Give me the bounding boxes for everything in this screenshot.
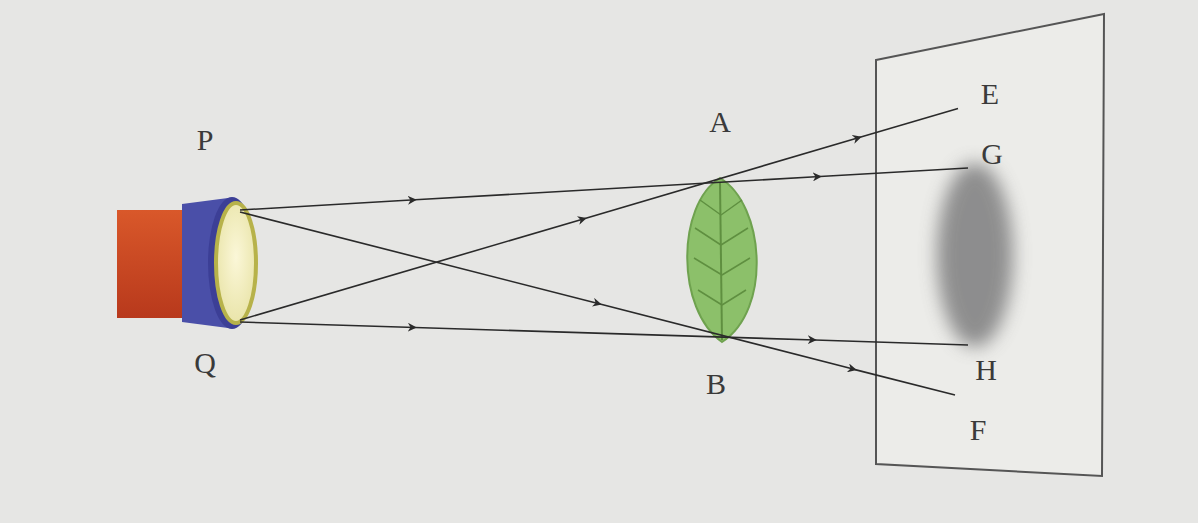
point-label: A — [709, 107, 731, 137]
torch-rim — [208, 197, 256, 329]
shadow — [937, 163, 1013, 347]
leaf — [687, 178, 756, 342]
light-rays — [240, 109, 968, 396]
torch-body — [117, 210, 187, 318]
torch — [117, 197, 256, 329]
point-label: Q — [194, 348, 216, 378]
point-label: P — [197, 125, 214, 155]
point-label: G — [981, 139, 1003, 169]
point-label: E — [981, 79, 999, 109]
screen — [876, 14, 1104, 476]
torch-lens — [216, 203, 256, 323]
point-label: B — [706, 369, 726, 399]
point-label: H — [975, 355, 997, 385]
point-label: F — [970, 415, 987, 445]
